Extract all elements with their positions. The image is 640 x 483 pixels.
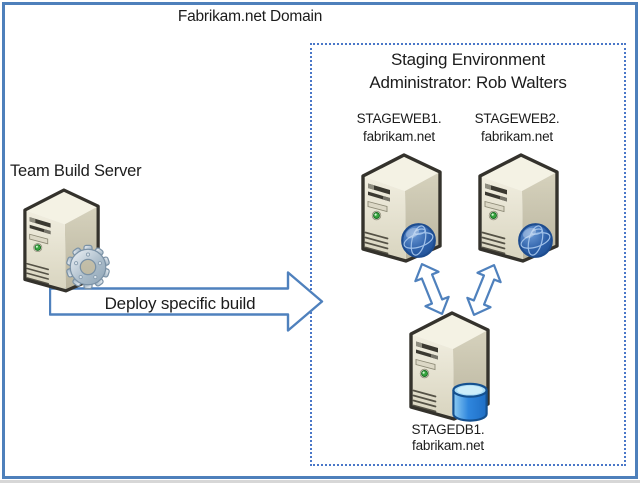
deploy-arrow-label: Deploy specific build	[104, 294, 256, 313]
stagedb1-domain: fabrikam.net	[412, 438, 484, 453]
staging-title: Staging Environment	[390, 50, 545, 69]
staging-environment-header: Staging Environment Administrator: Rob W…	[312, 49, 624, 94]
team-build-server-label: Team Build Server	[10, 162, 142, 180]
domain-title: Fabrikam.net Domain	[177, 8, 323, 25]
deploy-arrow-shape	[49, 271, 324, 332]
stageweb2-globe-icon	[518, 223, 553, 258]
page-bottom-edge	[0, 480, 640, 483]
stageweb2-domain: fabrikam.net	[481, 128, 553, 144]
stageweb1-label: STAGEWEB1. fabrikam.net	[346, 110, 452, 145]
stageweb1-globe-icon	[401, 223, 436, 258]
stagedb1-name: STAGEDB1.	[411, 422, 485, 437]
staging-administrator: Administrator: Rob Walters	[369, 72, 567, 92]
stageweb1-name: STAGEWEB1.	[356, 111, 442, 126]
stageweb2-label: STAGEWEB2. fabrikam.net	[464, 110, 570, 145]
stageweb1-domain: fabrikam.net	[363, 128, 435, 144]
database-cylinder-icon	[452, 382, 488, 422]
gear-icon	[65, 244, 111, 290]
staging-environment-box	[310, 43, 626, 466]
stageweb2-name: STAGEWEB2.	[474, 111, 560, 126]
stagedb1-label: STAGEDB1. fabrikam.net	[395, 422, 501, 454]
